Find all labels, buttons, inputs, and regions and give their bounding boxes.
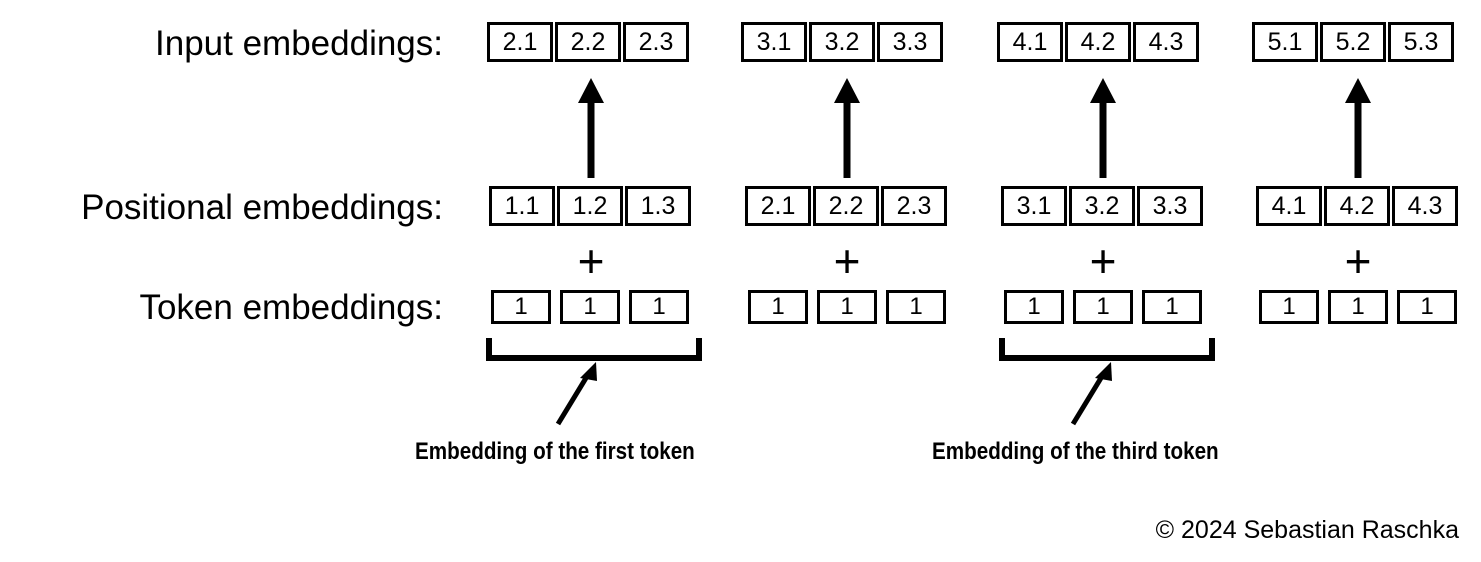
callout-arrow xyxy=(1070,362,1112,426)
input-cell: 2.1 xyxy=(487,22,553,62)
token-cell: 1 xyxy=(629,290,689,324)
positional-cell: 4.2 xyxy=(1324,186,1390,226)
positional-cell: 1.1 xyxy=(489,186,555,226)
positional-cell: 1.2 xyxy=(557,186,623,226)
positional-cell: 3.2 xyxy=(1069,186,1135,226)
row-label-input-embeddings: Input embeddings: xyxy=(155,24,443,63)
sum-arrow xyxy=(1345,78,1371,178)
positional-cell: 1.3 xyxy=(625,186,691,226)
group-bracket xyxy=(486,338,702,361)
input-cell: 3.2 xyxy=(809,22,875,62)
sum-arrow xyxy=(578,78,604,178)
token-cell: 1 xyxy=(1073,290,1133,324)
input-cell: 4.2 xyxy=(1065,22,1131,62)
plus-operator: + xyxy=(833,235,861,287)
plus-operator: + xyxy=(1344,235,1372,287)
group-bracket xyxy=(999,338,1215,361)
input-cell: 5.1 xyxy=(1252,22,1318,62)
token-cell: 1 xyxy=(491,290,551,324)
input-cell: 4.1 xyxy=(997,22,1063,62)
token-cell: 1 xyxy=(1142,290,1202,324)
positional-cell: 4.3 xyxy=(1392,186,1458,226)
token-cell: 1 xyxy=(886,290,946,324)
positional-cell: 2.2 xyxy=(813,186,879,226)
input-cell: 3.3 xyxy=(877,22,943,62)
token-cell: 1 xyxy=(817,290,877,324)
input-cell: 3.1 xyxy=(741,22,807,62)
token-cell: 1 xyxy=(1328,290,1388,324)
positional-cell: 4.1 xyxy=(1256,186,1322,226)
input-cell: 5.2 xyxy=(1320,22,1386,62)
positional-cell: 3.1 xyxy=(1001,186,1067,226)
token-cell: 1 xyxy=(1259,290,1319,324)
annotation-third-token: Embedding of the third token xyxy=(932,438,1219,465)
row-label-positional-embeddings: Positional embeddings: xyxy=(81,188,443,227)
positional-cell: 2.3 xyxy=(881,186,947,226)
plus-operator: + xyxy=(1089,235,1117,287)
positional-cell: 3.3 xyxy=(1137,186,1203,226)
input-cell: 2.2 xyxy=(555,22,621,62)
positional-cell: 2.1 xyxy=(745,186,811,226)
input-cell: 2.3 xyxy=(623,22,689,62)
token-cell: 1 xyxy=(560,290,620,324)
sum-arrow xyxy=(1090,78,1116,178)
token-cell: 1 xyxy=(1397,290,1457,324)
copyright-notice: © 2024 Sebastian Raschka xyxy=(1155,516,1459,544)
plus-operator: + xyxy=(577,235,605,287)
token-cell: 1 xyxy=(1004,290,1064,324)
token-cell: 1 xyxy=(748,290,808,324)
annotation-first-token: Embedding of the first token xyxy=(415,438,695,465)
row-label-token-embeddings: Token embeddings: xyxy=(139,288,443,327)
input-cell: 5.3 xyxy=(1388,22,1454,62)
callout-arrow xyxy=(555,362,597,426)
sum-arrow xyxy=(834,78,860,178)
input-cell: 4.3 xyxy=(1133,22,1199,62)
